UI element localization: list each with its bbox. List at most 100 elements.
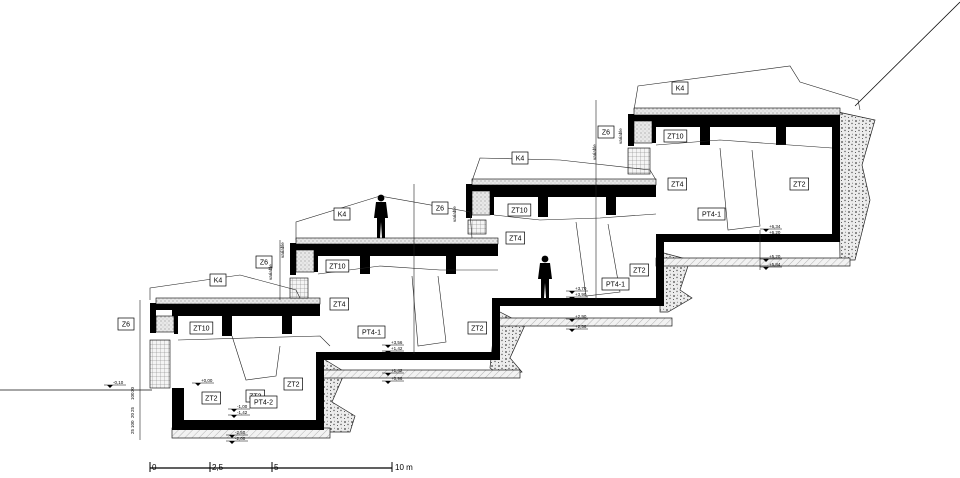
tag-zt2-a: ZT2 [201,391,221,405]
dimension-dim-25-b: 25 [130,428,135,434]
tag-k4-a: K4 [209,273,227,287]
tag-pt42: PT4-2 [249,395,278,409]
tag-text: Z6 [602,130,610,137]
tag-text: ZT2 [287,382,300,389]
tag-box [667,177,687,191]
dimension-dim-variable-1: variable [280,242,285,258]
tag-box [189,321,214,335]
level-lv-4d: +5,84 [760,262,782,270]
construction-lines [139,65,861,440]
tag-text: PT4-2 [254,400,273,407]
tag-text: K4 [516,156,525,163]
level-marker-icon [385,381,391,384]
tag-box [671,81,689,95]
level-lv-4a: +6,34 [760,224,782,232]
tag-box [467,321,487,335]
level-lv-1b: -1,00 [228,404,250,412]
material-tags: K4K4K4K4Z6Z6Z6Z6ZT10ZT10ZT10ZT10ZT4ZT4ZT… [117,81,809,409]
dimension-dim-25-a: 25 [130,406,135,412]
level-text: +0,96 [391,376,403,381]
level-text: +5,20 [769,254,781,259]
dimension-dim-100-b: 100 [130,420,135,428]
dimension-dim-variable-4: variable [618,128,623,144]
dimension-dim-100-a: 100 [130,392,135,400]
tag-box [329,297,349,311]
tag-pt41-a: PT4-1 [357,325,386,339]
level-text: +3,90 [575,292,587,297]
tag-text: Z6 [436,206,444,213]
roof-build-up [149,107,841,389]
level-lv-2c: +1,42 [382,368,404,376]
level-marker-icon [763,229,769,232]
tag-zt4-b: ZT4 [505,231,525,245]
tag-text: ZT10 [329,264,345,271]
level-lv-2a: +3,56 [382,340,404,348]
tag-box [597,125,615,139]
level-marker-icon [569,297,575,300]
tag-zt10-d: ZT10 [663,129,688,143]
tag-text: ZT10 [193,326,209,333]
tag-text: ZT4 [671,182,684,189]
dimension-dim-variable-3: variable [592,144,597,160]
scale-figure-middle [538,255,552,298]
tag-text: PT4-1 [606,282,625,289]
scale-figure-top [374,194,388,238]
level-lv-2d: +0,96 [382,376,404,384]
tag-zt4-a: ZT4 [329,297,349,311]
level-marker-icon [229,435,235,438]
tag-text: ZT2 [793,182,806,189]
level-text: +6,34 [769,224,781,229]
level-marker-icon [385,351,391,354]
level-text: +3,56 [391,340,403,345]
level-lv-3d: +2,56 [566,324,588,332]
tag-box [325,259,350,273]
tag-text: K4 [676,86,685,93]
tag-text: ZT2 [205,396,218,403]
tag-box [249,395,278,409]
level-lv-3a: +3,70 [566,286,588,294]
tag-k4-b: K4 [333,207,351,221]
level-marker-icon [763,259,769,262]
terrain-lines [0,1,960,391]
tag-z6-a: Z6 [117,317,135,331]
tag-box [697,207,726,221]
level-text: +3,70 [575,286,587,291]
level-marker-icon [229,441,235,444]
level-marks: -0,10+0,00-1,00-1,42-2,50-2,00+3,56+1,42… [104,224,782,444]
dimension-dim-30: 30 [130,386,135,392]
tag-text: ZT2 [633,268,646,275]
tag-box [357,325,386,339]
tag-text: PT4-1 [362,330,381,337]
dimension-dim-variable-5: variable [268,264,273,280]
tag-z6-b: Z6 [255,255,273,269]
dimension-dim-variable-2: variable [452,206,457,222]
level-lv-ground: -0,10 [104,380,126,388]
tag-pt41-c: PT4-1 [697,207,726,221]
level-text: +2,90 [575,314,587,319]
level-text: -0,10 [113,380,124,385]
level-text: -1,00 [237,404,248,409]
tag-box [117,317,135,331]
tag-box [333,207,351,221]
tag-text: Z6 [122,322,130,329]
tag-box [201,391,221,405]
tag-text: Z6 [260,260,268,267]
tag-pt41-b: PT4-1 [601,277,630,291]
level-lv-4c: +5,20 [760,254,782,262]
tag-k4-d: K4 [671,81,689,95]
level-text: +1,42 [391,368,403,373]
tag-zt10-b: ZT10 [325,259,350,273]
level-lv-1d: -2,50 [226,430,248,438]
level-text: -2,00 [235,436,246,441]
level-marker-icon [385,373,391,376]
level-text: +1,42 [391,346,403,351]
level-marker-icon [569,329,575,332]
scale-bar: 0 2,5 5 10 m [149,462,413,472]
level-lv-3c: +2,90 [566,314,588,322]
level-lv-4b: +6,20 [760,230,782,238]
scale-label-5: 5 [274,463,279,472]
level-text: +6,20 [769,230,781,235]
tag-zt2-d: ZT2 [629,263,649,277]
dimension-texts: variable variable variable variable variable… [130,128,623,434]
tag-box [663,129,688,143]
